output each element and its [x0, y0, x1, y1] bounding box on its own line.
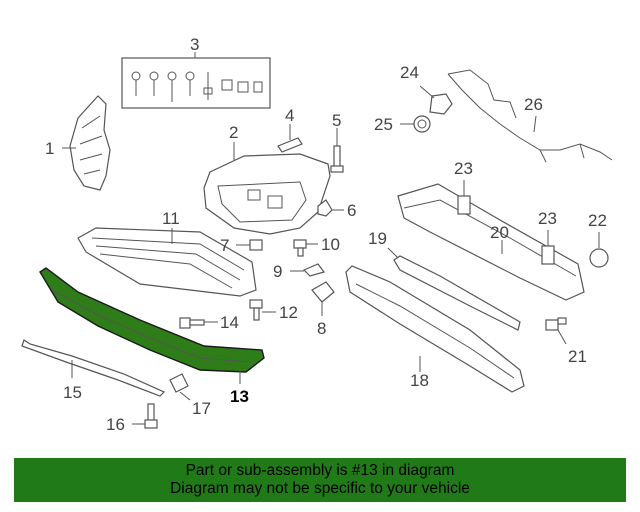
callout-5: 5 — [332, 111, 341, 130]
callout-4: 4 — [285, 106, 294, 125]
banner-line-2: Diagram may not be specific to your vehi… — [170, 480, 470, 497]
parts-diagram: 1 2 3 4 5 6 7 8 9 10 11 12 13 14 15 16 1… — [21, 35, 613, 434]
part-10-bolt — [293, 239, 318, 257]
part-15-trim-strip — [21, 339, 166, 397]
part-16-bolt — [132, 403, 158, 429]
callout-9: 9 — [273, 262, 282, 281]
part-21-bolt — [545, 317, 567, 345]
callout-21: 21 — [568, 347, 587, 366]
part-22-disc — [589, 232, 609, 268]
part-8-cover — [311, 281, 335, 316]
part-2-bumper-cover — [203, 142, 331, 235]
part-13-lower-valance — [39, 267, 265, 384]
callout-2: 2 — [229, 123, 238, 142]
part-25-ring — [400, 115, 431, 133]
callout-25: 25 — [374, 115, 393, 134]
callout-26: 26 — [524, 95, 543, 114]
callout-12: 12 — [279, 303, 298, 322]
callout-3: 3 — [190, 35, 199, 54]
callout-18: 18 — [410, 371, 429, 390]
callout-13[interactable]: 13 — [230, 387, 249, 406]
part-5-bolt — [330, 128, 344, 173]
part-23-sensor-b — [541, 230, 555, 265]
callout-19: 19 — [368, 229, 387, 248]
part-23-sensor-a — [457, 180, 471, 215]
part-9-clip — [290, 263, 326, 277]
part-4-clip — [277, 124, 303, 153]
callout-23a: 23 — [454, 159, 473, 178]
part-26-harness — [447, 69, 613, 163]
callout-20: 20 — [490, 223, 509, 242]
part-14-screw — [179, 317, 218, 329]
callout-17: 17 — [192, 399, 211, 418]
part-18-absorber — [345, 265, 525, 393]
part-7-retainer — [236, 239, 263, 251]
callout-1: 1 — [45, 139, 54, 158]
part-17-clip — [169, 373, 191, 401]
part-11-under-shield — [77, 227, 257, 297]
part-24-sensor — [419, 85, 453, 115]
callout-23b: 23 — [538, 209, 557, 228]
callout-14: 14 — [220, 313, 239, 332]
callout-11: 11 — [162, 209, 180, 228]
part-1-bracket — [62, 95, 111, 191]
callout-7: 7 — [220, 236, 229, 255]
callout-15: 15 — [63, 383, 82, 402]
part-12-bolt — [249, 299, 276, 321]
callout-16: 16 — [106, 415, 125, 434]
callout-24: 24 — [400, 63, 419, 82]
part-6-bracket — [317, 199, 344, 217]
part-3-fastener-kit — [121, 52, 271, 109]
callout-10: 10 — [321, 235, 340, 254]
callout-22: 22 — [588, 211, 607, 230]
banner-line-1: Part or sub-assembly is #13 in diagram — [185, 462, 455, 479]
info-banner: Part or sub-assembly is #13 in diagram D… — [14, 458, 626, 502]
part-19-strip — [387, 247, 521, 331]
callout-6: 6 — [347, 201, 356, 220]
callout-8: 8 — [317, 319, 326, 338]
